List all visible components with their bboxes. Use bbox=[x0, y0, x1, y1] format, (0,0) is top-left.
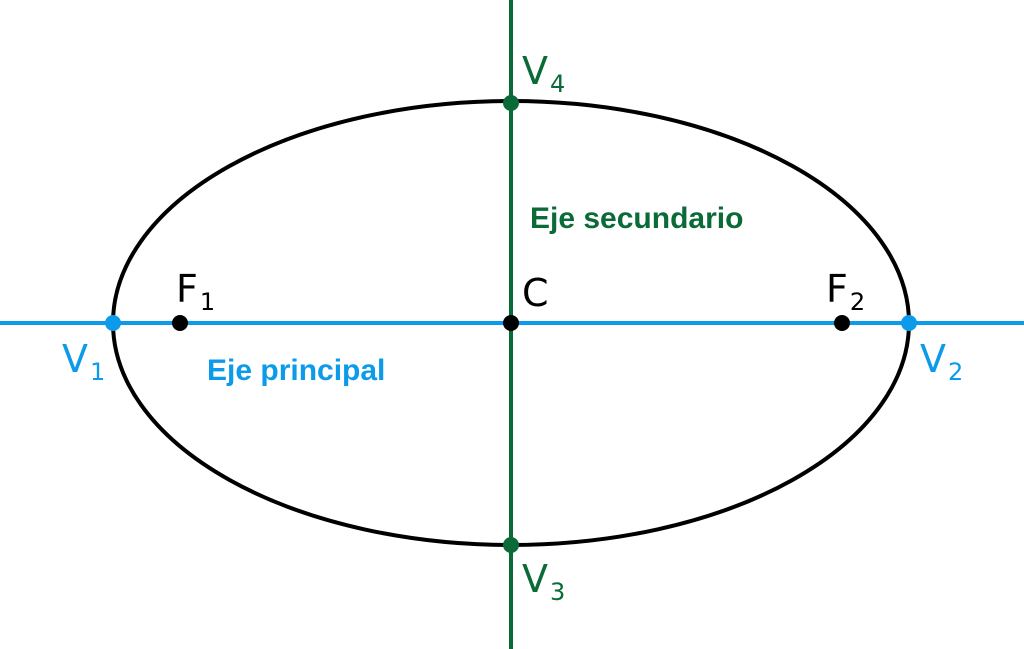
vertex4-label: V4 bbox=[522, 49, 565, 98]
focus2-point bbox=[834, 315, 850, 331]
center-point bbox=[503, 315, 519, 331]
vertex2-label: V2 bbox=[920, 337, 963, 386]
vertex3-label: V3 bbox=[522, 557, 565, 606]
major-axis-title: Eje principal bbox=[207, 354, 385, 387]
focus1-point bbox=[172, 315, 188, 331]
minor-axis-title: Eje secundario bbox=[530, 202, 743, 235]
vertex4-point bbox=[503, 95, 519, 111]
vertex1-point bbox=[105, 315, 121, 331]
focus1-label: F1 bbox=[176, 267, 215, 316]
vertex1-label: V1 bbox=[62, 337, 105, 386]
vertex2-point bbox=[901, 315, 917, 331]
focus2-label: F2 bbox=[826, 267, 865, 316]
center-label: C bbox=[522, 271, 549, 315]
vertex3-point bbox=[503, 537, 519, 553]
